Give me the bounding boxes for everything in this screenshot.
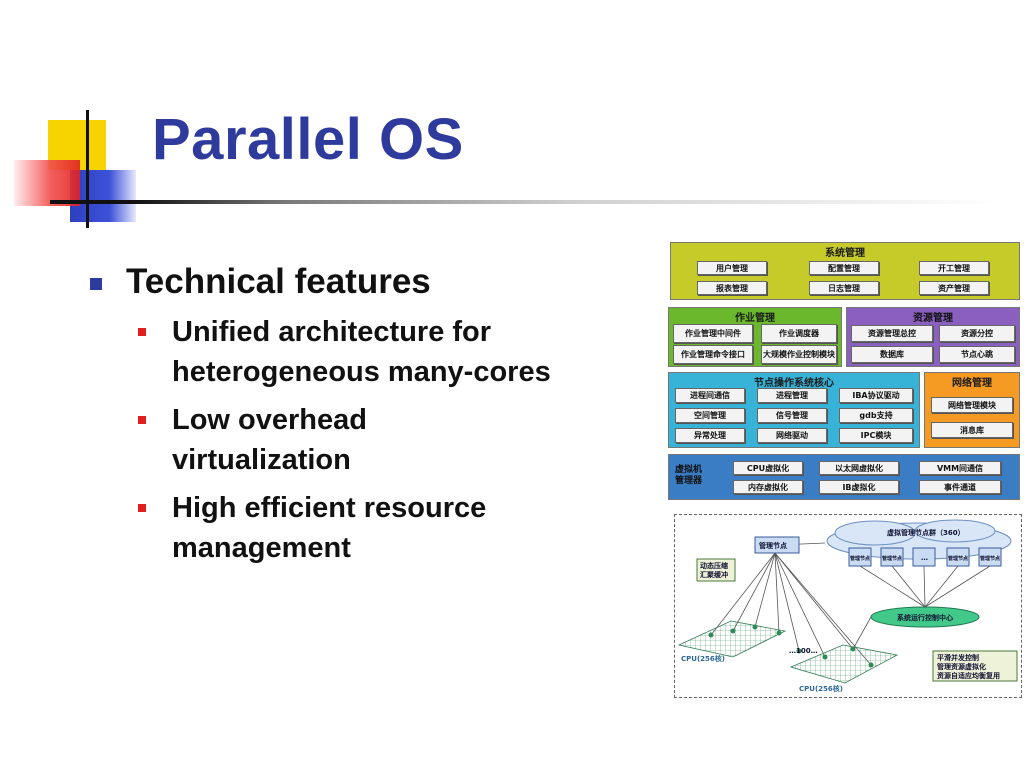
arch-cell: 数据库 — [851, 346, 933, 363]
bullet-level1: Technical features — [88, 262, 608, 302]
management-node — [754, 536, 800, 554]
logo-vertical-line — [86, 110, 89, 228]
arch-cell: 网络驱动 — [757, 428, 827, 443]
arch-cell: IPC模块 — [839, 428, 913, 443]
arch-cell: 空间管理 — [675, 408, 745, 423]
arch-cell: 用户管理 — [697, 261, 767, 275]
sub-node-label: 管理节点 — [948, 555, 968, 562]
vmm-panel: 虚拟机管理器 CPU虚拟化 以太网虚拟化 VMM间通信 内存虚拟化 IB虚拟化 … — [668, 454, 1020, 500]
job-management-panel: 作业管理 作业管理中间件 作业调度器 作业管理命令接口 大规模作业控制模块 — [668, 307, 842, 367]
arch-cell: 内存虚拟化 — [733, 480, 803, 494]
panel-title: 节点操作系统核心 — [754, 378, 834, 389]
left-note-line: 动态压缩 — [700, 561, 728, 570]
sub-node-label: 管理节点 — [980, 555, 1000, 562]
left-note-line: 汇聚缓冲 — [700, 570, 728, 579]
arch-cell: 事件通道 — [919, 480, 1001, 494]
square-bullet-icon — [138, 416, 146, 424]
right-note-line: 资源自适应均衡复用 — [937, 671, 1000, 680]
arch-cell: 进程间通信 — [675, 388, 745, 403]
resource-management-panel: 资源管理 资源管理总控 资源分控 数据库 节点心跳 — [846, 307, 1020, 367]
cluster-svg: 虚拟管理节点群（360） 管理节点 管理节点 … 管理节点 管理节点 系统运行控… — [677, 519, 1018, 693]
panel-title: 虚拟机管理器 — [675, 465, 703, 486]
count-label: …100… — [789, 647, 818, 655]
bullet-level2: Unified architecture for heterogeneous m… — [138, 312, 608, 392]
architecture-diagram: 系统管理 用户管理 配置管理 开工管理 报表管理 日志管理 资产管理 作业管理 … — [668, 240, 1022, 502]
arch-cell: 大规模作业控制模块 — [761, 345, 837, 364]
logo-red-square — [14, 160, 80, 206]
bullet-text: Technical features — [126, 262, 431, 301]
arch-cell: 信号管理 — [757, 408, 827, 423]
panel-title: 网络管理 — [952, 378, 992, 389]
title-underline — [50, 200, 1000, 204]
arch-cell: IB虚拟化 — [819, 480, 899, 494]
bullet-level2: Low overhead virtualization — [138, 400, 608, 480]
square-bullet-icon — [90, 278, 102, 290]
arch-cell: 开工管理 — [919, 261, 989, 275]
square-bullet-icon — [138, 504, 146, 512]
sub-node-label: 管理节点 — [850, 555, 870, 562]
bullet-text: High efficient resource management — [172, 492, 487, 564]
sub-node-label: 管理节点 — [882, 555, 902, 562]
arch-cell: 进程管理 — [757, 388, 827, 403]
bullet-text: Unified architecture for heterogeneous m… — [172, 316, 551, 388]
cluster-diagram: 虚拟管理节点群（360） 管理节点 管理节点 … 管理节点 管理节点 系统运行控… — [674, 514, 1022, 698]
arch-cell: 以太网虚拟化 — [819, 461, 899, 475]
control-center-label: 系统运行控制中心 — [897, 613, 953, 622]
right-note-box — [932, 650, 1018, 682]
arch-cell: 资产管理 — [919, 281, 989, 295]
cloud-label: 虚拟管理节点群（360） — [887, 528, 965, 537]
slide-title: Parallel OS — [152, 107, 464, 172]
panel-title: 系统管理 — [825, 248, 865, 259]
grid-nodes — [708, 624, 874, 668]
right-note-line: 平滑并发控制 — [937, 653, 979, 662]
arch-cell: 作业管理中间件 — [673, 324, 753, 343]
panel-title: 作业管理 — [735, 313, 775, 324]
logo-blue-square — [70, 170, 136, 222]
right-note-line: 管理资源虚拟化 — [937, 662, 986, 671]
arch-cell: gdb支持 — [839, 408, 913, 423]
arch-cell: VMM间通信 — [919, 461, 1001, 475]
square-bullet-icon — [138, 328, 146, 336]
arch-cell: 作业调度器 — [761, 324, 837, 343]
arch-cell: 网络管理模块 — [931, 397, 1013, 413]
node-os-core-panel: 节点操作系统核心 进程间通信 进程管理 IBA协议驱动 空间管理 信号管理 gd… — [668, 372, 920, 448]
left-note-box — [696, 558, 736, 582]
arch-cell: 资源分控 — [939, 325, 1015, 342]
bullet-level2: High efficient resource management — [138, 488, 608, 568]
connection-lines — [710, 542, 991, 666]
arch-cell: 资源管理总控 — [851, 325, 933, 342]
cpu-label: CPU(256核) — [681, 654, 725, 663]
arch-cell: IBA协议驱动 — [839, 388, 913, 403]
arch-cell: 配置管理 — [809, 261, 879, 275]
system-management-panel: 系统管理 用户管理 配置管理 开工管理 报表管理 日志管理 资产管理 — [670, 242, 1020, 300]
arch-cell: CPU虚拟化 — [733, 461, 803, 475]
arch-cell: 报表管理 — [697, 281, 767, 295]
arch-cell: 作业管理命令接口 — [673, 345, 753, 364]
panel-title: 资源管理 — [913, 313, 953, 324]
cpu-label: CPU(256核) — [799, 684, 843, 693]
arch-cell: 异常处理 — [675, 428, 745, 443]
management-node-label: 管理节点 — [759, 541, 787, 550]
decorative-logo — [0, 0, 140, 240]
arch-cell: 节点心跳 — [939, 346, 1015, 363]
arch-cell: 消息库 — [931, 422, 1013, 438]
sub-node-label: … — [921, 554, 928, 562]
cpu-grid-left — [677, 620, 787, 658]
arch-cell: 日志管理 — [809, 281, 879, 295]
cloud-shape — [826, 519, 1012, 560]
network-management-panel: 网络管理 网络管理模块 消息库 — [924, 372, 1020, 448]
bullet-list: Technical features Unified architecture … — [88, 262, 608, 568]
cpu-grid-right — [789, 644, 899, 684]
bullet-text: Low overhead virtualization — [172, 404, 367, 476]
